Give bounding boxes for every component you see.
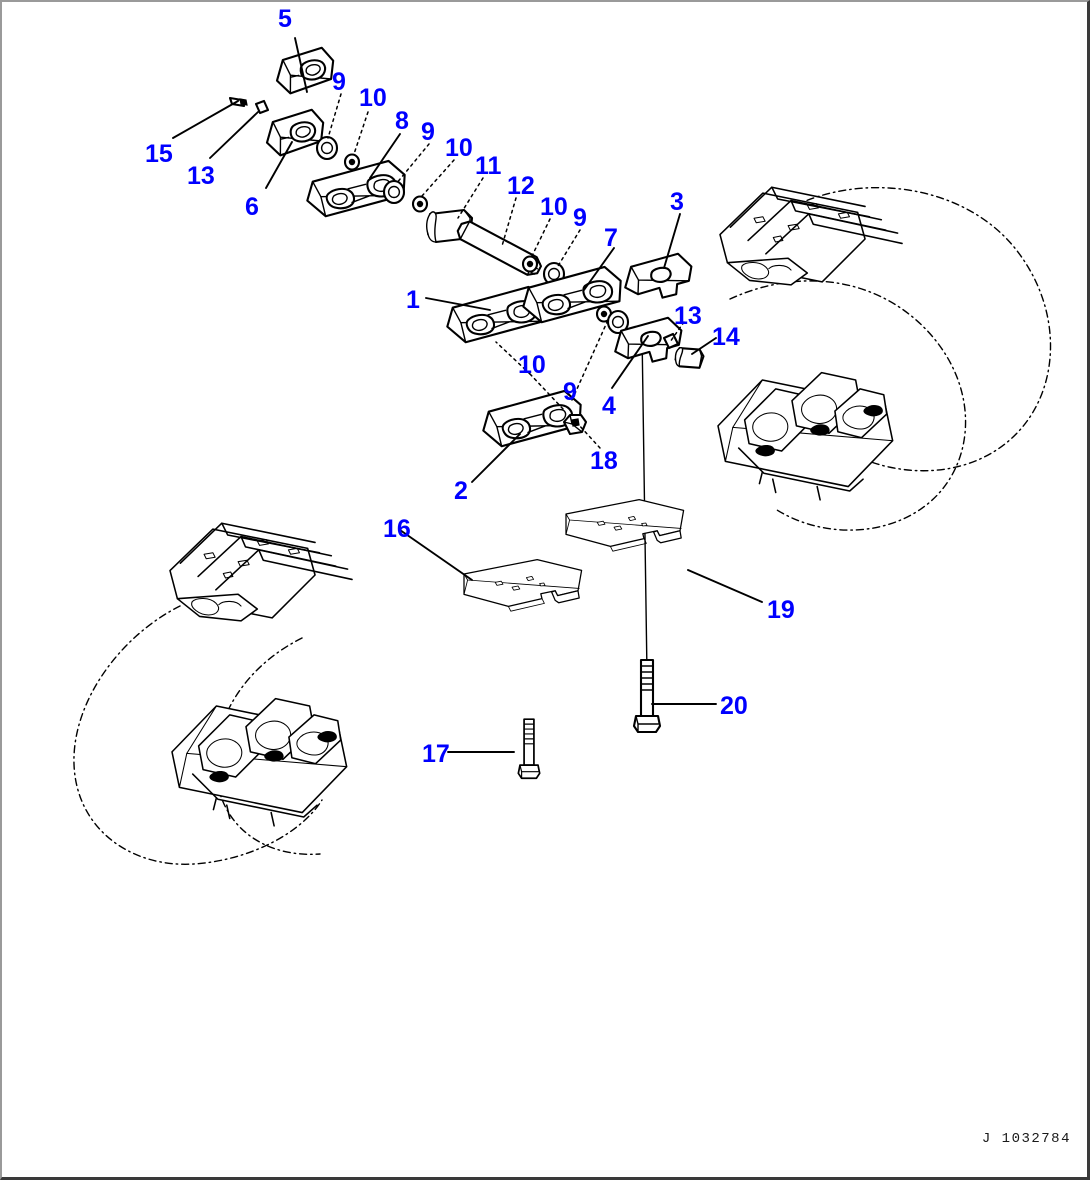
- part-9-seal-ring-a: [315, 135, 339, 161]
- callout-9-d[interactable]: 9: [563, 378, 577, 406]
- track-assembly-upper-left: [169, 522, 353, 622]
- part-20-shoe-bolt-long: [632, 658, 662, 734]
- leader-lines: [172, 37, 763, 753]
- callout-3[interactable]: 3: [670, 188, 684, 216]
- callout-17[interactable]: 17: [422, 740, 450, 768]
- callout-6[interactable]: 6: [245, 193, 259, 221]
- callout-4[interactable]: 4: [602, 392, 616, 420]
- callout-18[interactable]: 18: [590, 447, 618, 475]
- callout-10-b[interactable]: 10: [445, 134, 473, 162]
- callout-1[interactable]: 1: [406, 286, 420, 314]
- part-19-shoe-plate-right: [565, 498, 685, 552]
- callout-5[interactable]: 5: [278, 5, 292, 33]
- callout-20[interactable]: 20: [720, 692, 748, 720]
- callout-16[interactable]: 16: [383, 515, 411, 543]
- part-13-plug-lower: [662, 332, 680, 350]
- callout-10-a[interactable]: 10: [359, 84, 387, 112]
- callout-10-d[interactable]: 10: [518, 351, 546, 379]
- callout-9-c[interactable]: 9: [573, 204, 587, 232]
- track-assembly-lower-left: [171, 697, 348, 827]
- part-3-master-link-upper: [621, 251, 696, 303]
- part-17-shoe-bolt-short: [517, 718, 541, 780]
- track-assembly-mid-right: [717, 371, 894, 501]
- part-9-seal-ring-b: [382, 179, 406, 205]
- track-path-phantom-right: [729, 186, 1052, 531]
- callout-9-b[interactable]: 9: [421, 118, 435, 146]
- part-14-pin-retainer: [674, 346, 705, 369]
- part-10-spacer-a: [343, 153, 361, 171]
- callout-19[interactable]: 19: [767, 596, 795, 624]
- callout-2[interactable]: 2: [454, 477, 468, 505]
- callout-9-a[interactable]: 9: [332, 68, 346, 96]
- callout-13-b[interactable]: 13: [674, 302, 702, 330]
- part-10-spacer-c: [521, 255, 539, 273]
- drawing-number: J 1032784: [981, 1131, 1071, 1147]
- callout-15[interactable]: 15: [145, 140, 173, 168]
- callout-14[interactable]: 14: [712, 323, 740, 351]
- part-18-nut: [562, 413, 588, 436]
- track-assembly-upper-right: [719, 186, 903, 286]
- callout-7[interactable]: 7: [604, 224, 618, 252]
- callout-8[interactable]: 8: [395, 107, 409, 135]
- part-16-shoe-plate-left: [463, 558, 583, 612]
- callout-12[interactable]: 12: [507, 172, 535, 200]
- callout-10-c[interactable]: 10: [540, 193, 568, 221]
- part-10-spacer-b: [411, 195, 429, 213]
- callout-11[interactable]: 11: [475, 152, 502, 180]
- callout-13-a[interactable]: 13: [187, 162, 215, 190]
- part-13-plug-upper: [254, 99, 270, 115]
